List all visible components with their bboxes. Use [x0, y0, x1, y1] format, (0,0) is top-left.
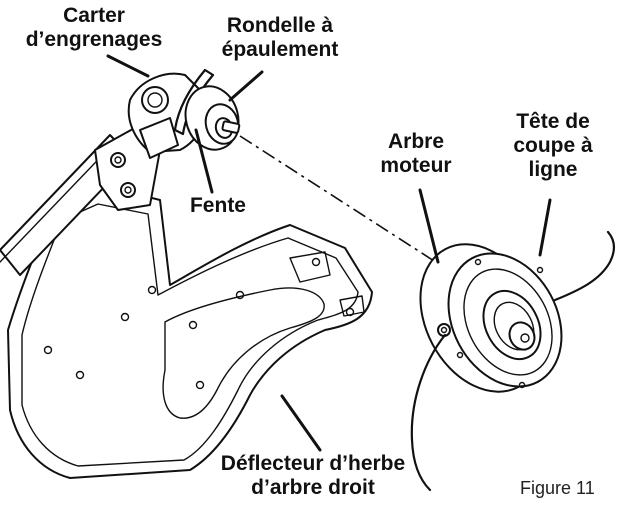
label-gear-housing-line1: Carter	[63, 4, 125, 27]
label-trimmer-head-line2: coupe à	[513, 134, 593, 157]
label-grass-deflector-line1: Déflecteur d’herbe	[220, 452, 406, 475]
trimmer-head	[410, 230, 615, 492]
shoulder-washer	[184, 85, 241, 151]
label-slot: Fente	[178, 194, 258, 218]
label-grass-deflector-line2: d’arbre droit	[251, 476, 375, 499]
label-shoulder-washer-line1: Rondelle à	[226, 14, 334, 37]
leader-lines	[106, 54, 552, 452]
label-shoulder-washer: Rondelle à épaulement	[210, 14, 350, 62]
label-drive-shaft: Arbre moteur	[362, 130, 470, 178]
label-trimmer-head-line1: Tête de	[516, 110, 590, 133]
label-gear-housing: Carter d’engrenages	[8, 4, 180, 52]
label-trimmer-head-line3: ligne	[528, 158, 578, 181]
figure-caption: Figure 11	[520, 478, 595, 498]
label-gear-housing-line2: d’engrenages	[25, 28, 163, 51]
label-trimmer-head: Tête de coupe à ligne	[498, 110, 608, 182]
label-slot-text: Fente	[189, 194, 246, 217]
alignment-line	[239, 135, 446, 269]
label-grass-deflector: Déflecteur d’herbe d’arbre droit	[195, 452, 431, 500]
label-shoulder-washer-line2: épaulement	[221, 38, 339, 61]
gear-housing	[127, 72, 208, 159]
label-drive-shaft-line2: moteur	[380, 154, 452, 177]
label-drive-shaft-line1: Arbre	[387, 130, 445, 153]
